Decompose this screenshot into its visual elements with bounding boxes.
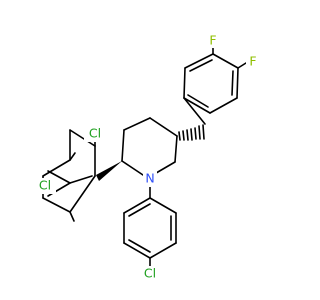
chlorine-label: Cl (144, 266, 156, 281)
bond (121, 160, 147, 178)
bond (183, 97, 206, 125)
label-bg (246, 54, 260, 69)
bond (69, 129, 96, 147)
hash (186, 129, 189, 141)
bond (187, 94, 209, 108)
fluorine-label: F (249, 54, 256, 69)
hash (178, 131, 181, 141)
bond (123, 242, 151, 259)
label-bg (139, 266, 161, 282)
hash (198, 125, 201, 140)
hash (194, 127, 197, 140)
bond (42, 159, 71, 177)
hash (182, 130, 185, 141)
atom-cl-para-bottom: Cl (139, 266, 161, 282)
bond (123, 117, 151, 131)
hash (190, 128, 193, 141)
nitrogen-label: N (145, 171, 154, 186)
bond (128, 239, 151, 253)
bond (149, 117, 178, 137)
bond (149, 197, 177, 214)
atom-n: N (143, 171, 157, 187)
bond-lines (42, 45, 247, 267)
bond (209, 97, 238, 114)
label-bg (84, 126, 106, 142)
bond (212, 53, 239, 69)
label-bg (206, 33, 220, 48)
bond (149, 242, 177, 259)
bond (183, 97, 211, 114)
label-bg (34, 178, 56, 194)
hash (202, 124, 205, 140)
bond (69, 152, 76, 161)
bond (184, 53, 214, 69)
bond (236, 67, 239, 99)
bond (47, 170, 71, 184)
bond (189, 59, 213, 72)
bond (69, 211, 75, 222)
hashed-bond (178, 124, 205, 141)
bond (183, 67, 186, 99)
molecule-diagram: F F Cl Cl N Cl (34, 32, 260, 282)
bond (69, 175, 93, 184)
chlorine-label: Cl (89, 126, 101, 141)
bond (128, 203, 151, 217)
atom-f-top: F (206, 33, 220, 48)
bond (42, 197, 71, 213)
bond (69, 175, 96, 213)
fluorine-label: F (209, 33, 216, 48)
atom-cl-ortho: Cl (84, 126, 106, 142)
bond (121, 129, 125, 162)
label-bg (143, 171, 157, 187)
bond (231, 70, 234, 96)
bond (237, 62, 247, 69)
atom-f-right: F (246, 54, 260, 69)
atom-cl-para-left: Cl (34, 178, 56, 194)
wedge-bond (96, 161, 122, 181)
bond (174, 135, 178, 163)
bond (123, 197, 151, 214)
chlorine-label: Cl (39, 178, 51, 193)
